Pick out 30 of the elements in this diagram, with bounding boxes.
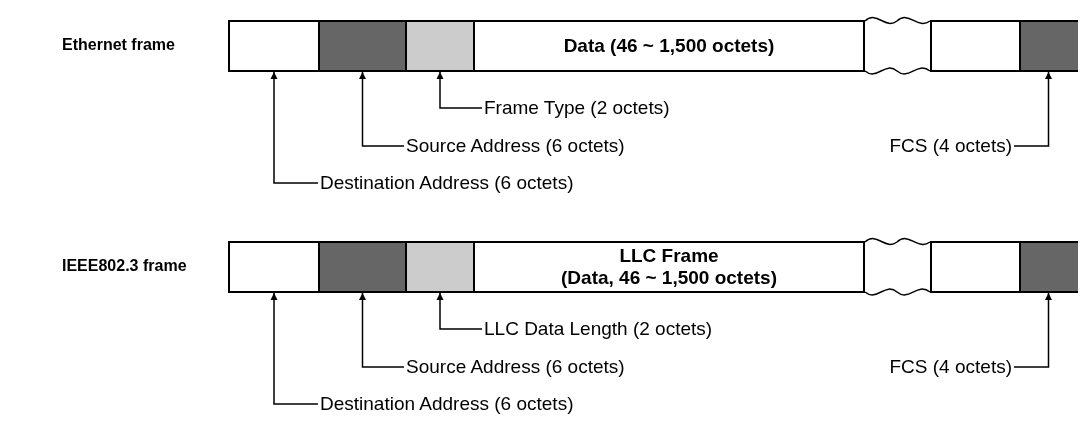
field-box	[228, 20, 320, 72]
leader-arrow	[359, 71, 405, 147]
field-box	[1019, 20, 1078, 72]
field-box	[405, 241, 475, 293]
frame-title: IEEE802.3 frame	[62, 257, 187, 275]
leader-text: Destination Address (6 octets)	[320, 393, 574, 415]
leader-arrow	[270, 292, 319, 405]
leader-arrow	[1013, 292, 1052, 368]
leader-text: Source Address (6 octets)	[406, 135, 625, 157]
leader-text: FCS (4 octets)	[889, 356, 1012, 378]
leader-arrow	[436, 292, 483, 330]
field-box	[228, 241, 320, 293]
leader-text: Source Address (6 octets)	[406, 356, 625, 378]
leader-text: Destination Address (6 octets)	[320, 172, 574, 194]
field-box	[405, 20, 475, 72]
data-field-box: LLC Frame (Data, 46 ~ 1,500 octets)	[473, 241, 865, 293]
frame-title: Ethernet frame	[62, 36, 175, 54]
leader-text: FCS (4 octets)	[889, 135, 1012, 157]
leader-arrow	[359, 292, 405, 368]
field-box	[1019, 241, 1078, 293]
field-box	[930, 20, 1021, 72]
leader-text: LLC Data Length (2 octets)	[484, 318, 713, 340]
leader-arrow	[1013, 71, 1052, 147]
leader-arrow	[436, 71, 483, 109]
leader-text: Frame Type (2 octets)	[484, 97, 670, 119]
field-box	[318, 241, 407, 293]
field-box	[930, 241, 1021, 293]
leader-arrow	[270, 71, 319, 184]
data-field-box: Data (46 ~ 1,500 octets)	[473, 20, 865, 72]
field-box	[318, 20, 407, 72]
